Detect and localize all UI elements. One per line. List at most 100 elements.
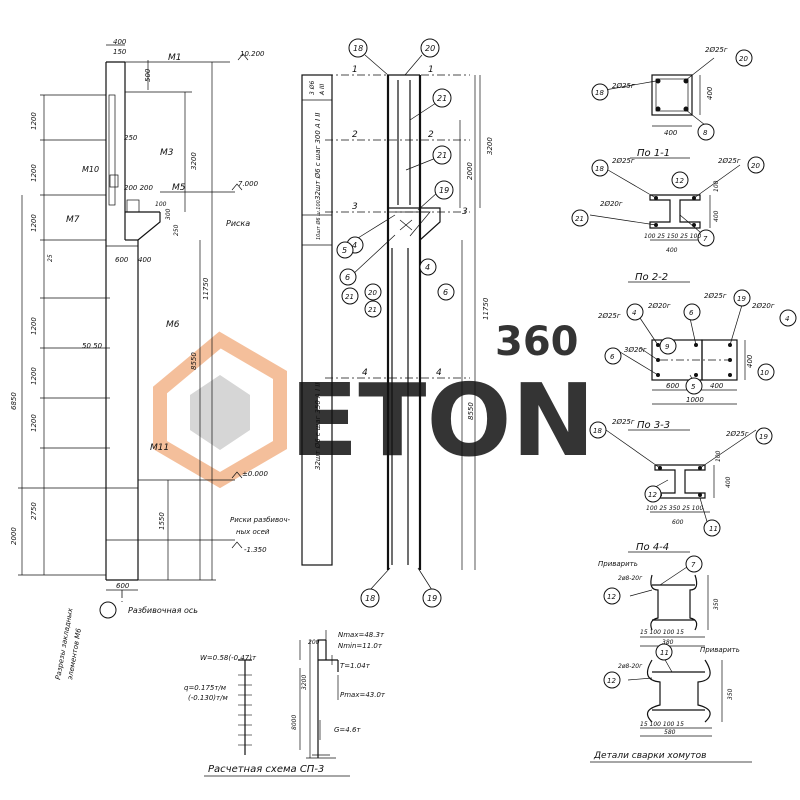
s22-bars-b: 2Ø25г (718, 157, 741, 165)
weld-bars-b: 2ø8-20г (618, 663, 643, 670)
s44-w: 600 (672, 519, 684, 526)
calc-q-load2: (-0.130)т/м (188, 694, 228, 702)
sections: 18 20 8 2Ø25г 2Ø25г 400 400 По 1-1 (571, 46, 797, 763)
callout-21-b-text: 21 (437, 151, 447, 160)
callout-21-a (432, 88, 452, 108)
label-mark-riska: Риска (226, 219, 250, 228)
s22-h1: 100 (713, 180, 720, 192)
callout-21-a-text: 21 (437, 94, 447, 103)
label-dim-1550: 1550 (158, 512, 166, 530)
label-dim-1200-b: 1200 (30, 164, 38, 182)
s33-bars-d: 2Ø20г (752, 302, 775, 310)
rebar-dim-3200: 3200 (486, 137, 494, 155)
callout-21-d-text: 21 (368, 306, 377, 314)
calc-n-max: Nmax=48.3т (338, 631, 385, 639)
axis-bubble (99, 601, 117, 619)
weld-detail-b: 11 12 Приварить 2ø8-20г 15 100 100 15 58… (590, 643, 752, 763)
calc-q-load: q=0.175т/м (184, 684, 227, 692)
label-dim-400: 400 (138, 256, 152, 264)
s11-h: 400 (706, 86, 714, 100)
section-mark-4-left: 4 (362, 368, 368, 378)
strip-small: 10шт Ø6 ш.100 (315, 200, 322, 240)
label-level-7000: 7.000 (238, 180, 259, 188)
s33-wt: 1000 (686, 396, 704, 404)
calc-w-load: W=0.58(-0.47)т (200, 654, 257, 662)
label-dim-2750: 2750 (30, 502, 38, 520)
s22-h2: 400 (713, 210, 720, 222)
weld-note-a: Приварить (598, 560, 638, 568)
calc-n-min: Nmin=11.0т (338, 642, 383, 650)
callout-21-c (341, 287, 359, 305)
s33-w1: 600 (666, 382, 680, 390)
s22-bars-a: 2Ø25г (612, 157, 635, 165)
callout-21-c-text: 21 (345, 293, 354, 301)
label-mark-m7: М7 (66, 215, 80, 225)
weld-c7: 7 (691, 561, 696, 569)
label-dim-1200-c: 1200 (30, 214, 38, 232)
callout-18 (348, 38, 368, 58)
callout-18-bottom-text: 18 (365, 594, 375, 603)
label-level-0000: ±0.000 (242, 470, 268, 478)
callout-4-a-text: 4 (352, 241, 357, 250)
watermark-logo-inner (190, 375, 250, 450)
s44-c11: 11 (709, 525, 718, 533)
s11-c8: 8 (703, 129, 708, 137)
label-dim-1200-d: 1200 (30, 317, 38, 335)
callout-5 (336, 241, 354, 259)
callout-19-bottom-text: 19 (427, 594, 437, 603)
s44-c12: 12 (648, 491, 657, 499)
section-mark-2-left: 2 (352, 130, 358, 140)
s33-bars-a: 2Ø25г (598, 312, 621, 320)
label-dim-8550: 8550 (190, 352, 198, 370)
label-mark-m1: М1 (168, 53, 182, 63)
label-dim-500: 500 (144, 68, 152, 82)
strip-top-1: 3 Ø6 (309, 81, 316, 95)
callout-21-b (432, 145, 452, 165)
weld-c11: 11 (660, 649, 669, 657)
label-mark-m5: М5 (172, 183, 186, 193)
label-top-width: 400 (113, 38, 127, 46)
section-mark-3-left: 3 (352, 202, 358, 212)
s11-bars-a: 2Ø25г (705, 46, 728, 54)
section-mark-3-right: 3 (462, 207, 468, 217)
s33-c4: 4 (632, 309, 636, 317)
callout-21-d (364, 300, 382, 318)
calc-title: Расчетная схема СП-3 (208, 764, 324, 775)
s11-title: По 1-1 (637, 148, 670, 159)
callout-4-b-text: 4 (425, 263, 430, 272)
weld-detail-a: 7 12 Приварить 2ø8-20г 15 100 100 15 380… (598, 555, 720, 647)
strip-low: 32шт Ø6 с шаг 350 А I II (314, 383, 322, 471)
label-level-top: 10.200 (240, 50, 265, 58)
weld-h-a: 350 (713, 598, 720, 610)
label-dim-250b: 250 (173, 224, 180, 236)
label-mark-m10: М10 (82, 165, 99, 174)
s11-c18: 18 (595, 89, 604, 97)
label-dim-11750: 11750 (202, 277, 210, 300)
weld-h-b: 350 (727, 688, 734, 700)
s22-bars-c: 2Ø20г (600, 200, 623, 208)
section-4-4: 18 19 12 11 2Ø25г 2Ø25г 100 400 100 25 3… (589, 418, 773, 553)
section-mark-2-right: 2 (428, 130, 434, 140)
label-dim-3200: 3200 (190, 152, 198, 170)
s11-w: 400 (664, 129, 678, 137)
s44-h2: 400 (725, 476, 732, 488)
label-dim-600-bottom: 600 (116, 582, 130, 590)
calc-t-load: T=1.04т (340, 662, 371, 670)
callout-6-b-text: 6 (443, 288, 448, 297)
s11-bars-b: 2Ø25г (612, 82, 635, 90)
s33-c6b: 6 (610, 353, 615, 361)
section-mark-1-left: 1 (352, 65, 358, 75)
s44-c18: 18 (593, 427, 602, 435)
s44-h1: 100 (715, 450, 722, 462)
watermark-brand: ETON (290, 362, 595, 479)
weld-c12a: 12 (607, 593, 616, 601)
s44-dims: 100 25 350 25 100 (646, 505, 703, 512)
s22-c7: 7 (703, 235, 708, 243)
s44-title: По 4-4 (636, 542, 669, 553)
callout-20 (420, 38, 440, 58)
s22-title: По 2-2 (635, 272, 668, 283)
s22-c18: 18 (595, 165, 604, 173)
label-dim-600: 600 (115, 256, 129, 264)
label-mark-m3: М3 (160, 148, 174, 158)
s33-bars-e: 3Ø20г (624, 346, 647, 354)
